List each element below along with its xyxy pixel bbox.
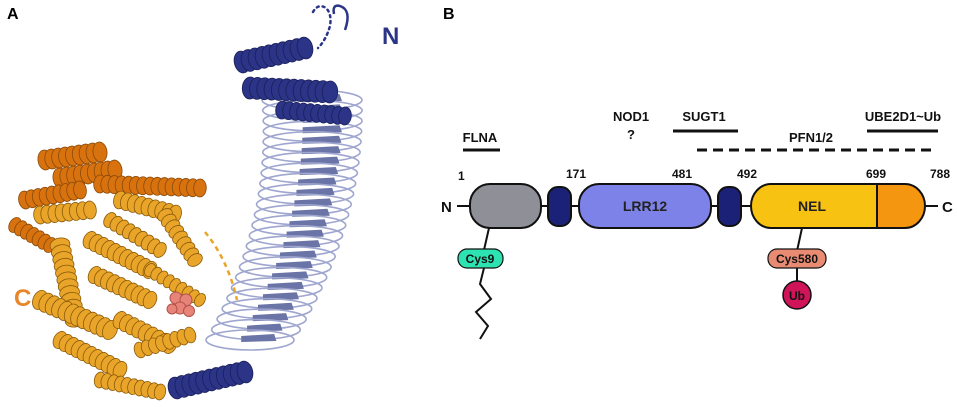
helix <box>103 212 167 258</box>
lrr-c-cap <box>717 186 742 227</box>
panel-b-letter: B <box>443 6 455 23</box>
helix <box>93 371 167 401</box>
protein-structure: N C <box>8 4 399 401</box>
ubiquitin-circle <box>782 280 812 310</box>
lrr12-domain <box>578 183 712 229</box>
partner-nod1-label: NOD1 <box>613 109 649 124</box>
helix <box>87 266 158 309</box>
lrr-solenoid <box>205 89 363 351</box>
partner-flna-label: FLNA <box>463 130 498 145</box>
lrr-n-cap <box>547 186 572 227</box>
n-terminal-helices <box>233 36 352 126</box>
cys580-stalk <box>796 227 803 252</box>
n-terminus-label: N <box>382 23 399 50</box>
nel-domain <box>749 183 927 229</box>
position-481: 481 <box>672 167 692 181</box>
helix <box>37 141 108 171</box>
nel-label: NEL <box>798 198 826 214</box>
cys580-label: Cys580 <box>776 252 818 266</box>
lrr-nel-linker <box>204 231 239 301</box>
cys9-badge <box>457 248 504 269</box>
n-terminal-domain <box>469 183 542 229</box>
helix <box>93 174 207 198</box>
lipid-chain <box>474 267 493 340</box>
position-171: 171 <box>566 167 586 181</box>
lrr-c-cap-helix <box>167 360 254 400</box>
helix <box>8 217 57 253</box>
helix <box>157 208 203 267</box>
position-699: 699 <box>866 167 886 181</box>
cys9-stalk <box>483 227 490 251</box>
partner-sugt1-label: SUGT1 <box>682 109 725 124</box>
lrr-loop <box>205 329 295 351</box>
c-terminus-label: C <box>14 285 31 312</box>
lrr-strand <box>241 334 277 342</box>
helix <box>233 36 314 74</box>
helix <box>275 100 352 126</box>
helix <box>52 331 128 379</box>
position-788: 788 <box>930 167 950 181</box>
ubiquitin-label: Ub <box>789 289 805 303</box>
n-terminal-tail <box>332 4 349 31</box>
partner-nod1-question: ? <box>627 127 635 142</box>
n-terminal-linker <box>311 4 332 50</box>
cys9-label: Cys9 <box>466 252 495 266</box>
helix <box>144 263 206 307</box>
partner-pfn-label: PFN1/2 <box>789 130 833 145</box>
panel-a-letter: A <box>7 6 19 23</box>
helix <box>241 76 339 104</box>
helix <box>167 360 254 400</box>
c-terminus-b: C <box>942 199 953 216</box>
lrr12-label: LRR12 <box>623 198 668 214</box>
partner-ube-label: UBE2D1~Ub <box>865 109 941 124</box>
n-terminus-b: N <box>441 199 452 216</box>
nel-domain-ribbon <box>8 141 207 401</box>
helix <box>33 200 97 225</box>
position-1: 1 <box>458 169 465 183</box>
helix <box>18 180 87 210</box>
position-492: 492 <box>737 167 757 181</box>
active-site-spheres <box>166 291 195 317</box>
helix <box>133 326 197 359</box>
